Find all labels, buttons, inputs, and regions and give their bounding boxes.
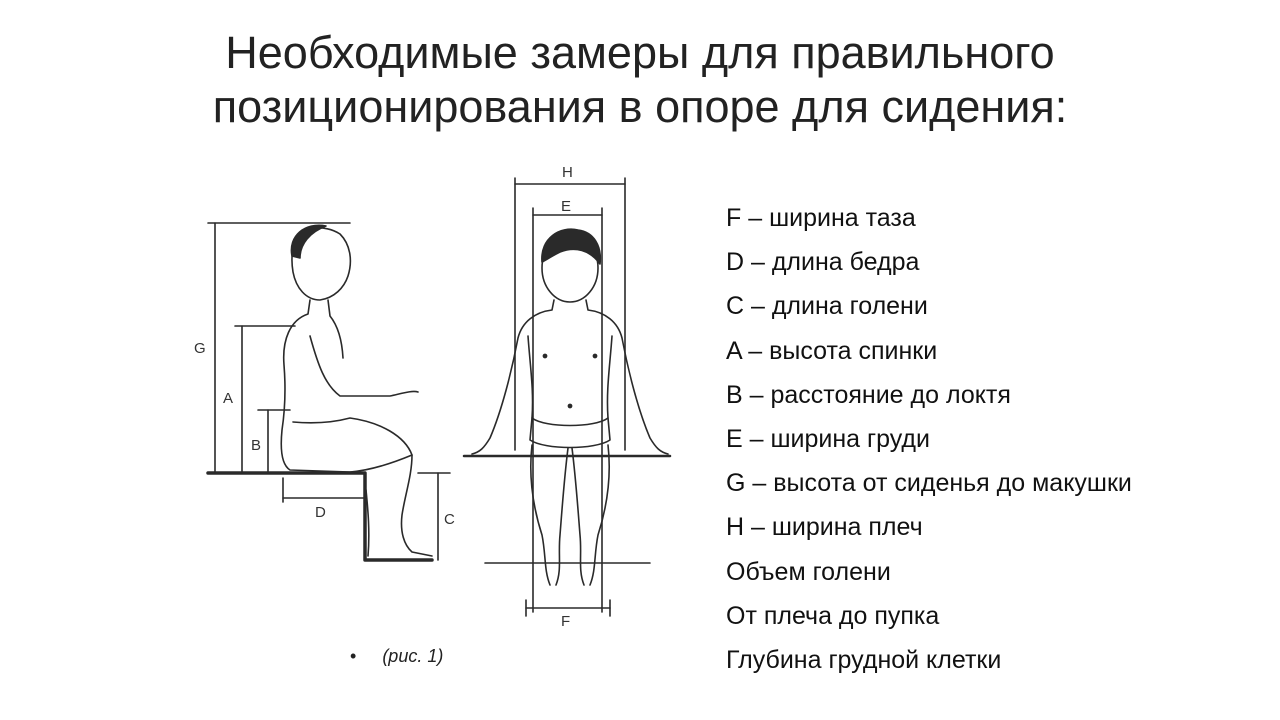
title-line-2: позиционирования в опоре для сидения: [212,81,1068,132]
side-shin [365,489,370,557]
front-right-arm [585,299,669,455]
front-left-arm [471,299,555,455]
label-b: B [251,437,261,454]
list-item: A – высота спинки [726,336,938,365]
front-torso [527,335,613,419]
list-item: G – высота от сиденья до макушки [726,469,1132,498]
figure-caption: • (рис. 1) [350,646,443,667]
list-item: C – длина голени [726,292,928,321]
label-g: G [194,340,206,357]
label-h: H [562,164,573,181]
slide-title: Необходимые замеры для правильного позиц… [0,26,1280,134]
label-a: A [223,390,233,407]
front-left-leg [529,444,569,586]
label-e: E [561,198,571,215]
side-hair [290,224,327,259]
list-item: Глубина грудной клетки [726,646,1002,675]
front-right-leg [571,444,611,586]
side-head [291,227,352,301]
caption-text: (рис. 1) [382,646,444,666]
front-navel [567,403,573,409]
caption-bullet: • [350,646,357,666]
front-shorts [529,417,611,449]
list-item: F – ширина таза [726,204,916,232]
front-view [462,177,672,617]
front-nipple-left [542,353,548,359]
label-d: D [315,504,326,521]
measurement-list: F – ширина таза D – длина бедра C – длин… [726,196,1266,682]
front-nipple-right [592,353,598,359]
list-item: E – ширина груди [726,425,930,454]
side-view [206,222,451,562]
label-f: F [561,613,570,630]
child-measurement-illustration: G A B D C H E F [194,164,672,630]
front-hair [541,228,602,265]
list-item: H – ширина плеч [726,513,923,542]
list-item: Объем голени [726,557,891,586]
list-item: От плеча до пупка [726,601,940,630]
seat-step-outline [206,471,434,562]
measurement-figure: G A B D C H E F [150,160,710,640]
side-arm [309,335,419,397]
side-chest [327,299,344,359]
list-item: B – расстояние до локтя [726,380,1011,409]
figure-labels: G A B D C H E F [194,164,573,630]
side-leg [292,417,433,557]
title-line-1: Необходимые замеры для правильного [225,27,1055,78]
list-item: D – длина бедра [726,248,920,277]
label-c: C [444,511,455,528]
side-back [280,299,413,473]
